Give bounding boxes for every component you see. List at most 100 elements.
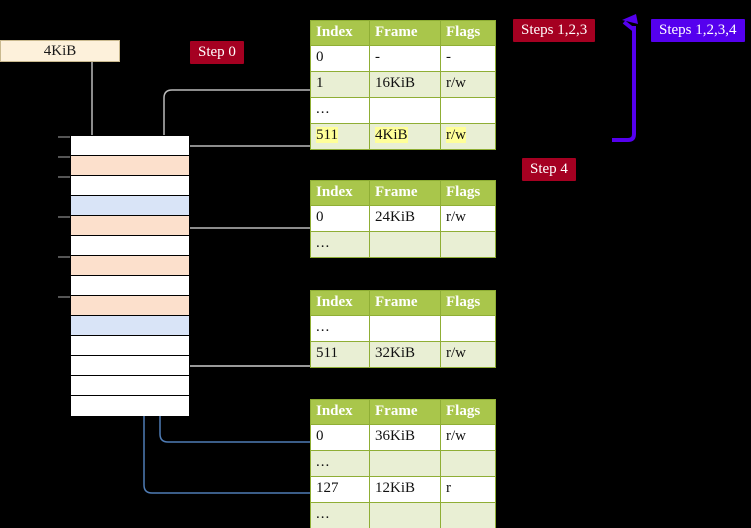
cell-flags-value: r/w <box>446 127 466 143</box>
cell-index: 511 <box>310 341 370 368</box>
cell-index: ... <box>310 231 370 258</box>
cell-frame-value: 24KiB <box>375 209 416 225</box>
cell-frame-value: 4KiB <box>375 127 408 143</box>
memory-frame-row <box>71 176 189 196</box>
col-header-flags: Flags <box>440 290 496 316</box>
cell-frame-value: 36KiB <box>375 428 416 444</box>
cell-index-value: 511 <box>316 345 338 361</box>
cell-index-value: 0 <box>316 428 324 444</box>
memory-frame-row <box>71 356 189 376</box>
col-header-index: Index <box>310 20 370 46</box>
cell-frame-value: 16KiB <box>375 75 416 91</box>
cell-flags: r <box>440 476 496 503</box>
memory-frame-row <box>71 376 189 396</box>
cell-index-value: 511 <box>316 127 338 143</box>
col-header-index: Index <box>310 399 370 425</box>
wire-t2-row511-to-memory <box>171 308 312 367</box>
cell-frame: 4KiB <box>369 123 441 150</box>
memory-frame-row <box>71 236 189 256</box>
table-row: 0 36KiB r/w <box>310 424 496 451</box>
cell-index: ... <box>310 97 370 124</box>
cell-frame-value: - <box>375 49 380 65</box>
physical-memory-column <box>70 135 190 416</box>
cell-frame <box>369 450 441 477</box>
cell-index: 127 <box>310 476 370 503</box>
cell-index-value: 127 <box>316 480 339 496</box>
table-row: 0-- <box>310 45 496 72</box>
memory-frame-row <box>71 276 189 296</box>
table-row: 511 32KiB r/w <box>310 341 496 368</box>
memory-frame-row <box>71 396 189 416</box>
memory-frame-row <box>71 296 189 316</box>
cell-frame: - <box>369 45 441 72</box>
cell-flags: r/w <box>440 71 496 98</box>
ellipsis: ... <box>316 454 331 470</box>
col-header-frame: Frame <box>369 399 441 425</box>
table-body: ... 511 32KiB r/w <box>310 315 496 368</box>
memory-tick-0 <box>58 136 72 138</box>
memory-tick-5 <box>58 296 72 298</box>
cell-flags <box>440 231 496 258</box>
memory-frame-row <box>71 256 189 276</box>
cell-index: 1 <box>310 71 370 98</box>
cell-flags-value: - <box>446 49 451 65</box>
col-header-flags: Flags <box>440 399 496 425</box>
cell-flags: r/w <box>440 205 496 232</box>
table-header-row: Index Frame Flags <box>310 290 496 316</box>
memory-frame-row <box>71 156 189 176</box>
ellipsis: ... <box>316 506 331 522</box>
table-row: 127 12KiB r <box>310 476 496 503</box>
page-size-box: 4KiB <box>0 40 120 62</box>
steps-bracket-arrow <box>612 14 638 142</box>
table-header-row: Index Frame Flags <box>310 180 496 206</box>
table-head: Index Frame Flags <box>310 20 496 46</box>
ellipsis: ... <box>316 235 331 251</box>
col-header-flags: Flags <box>440 20 496 46</box>
ellipsis: ... <box>316 319 331 335</box>
cell-index: 511 <box>310 123 370 150</box>
cell-index: ... <box>310 450 370 477</box>
table-row: 511 4KiB r/w <box>310 123 496 150</box>
cell-index: ... <box>310 502 370 528</box>
cell-flags <box>440 97 496 124</box>
cell-flags <box>440 502 496 528</box>
table-row: ... <box>310 315 496 342</box>
cell-flags: r/w <box>440 341 496 368</box>
badge-step-0: Step 0 <box>190 41 244 64</box>
wire-t1-row0-to-memory <box>177 227 312 260</box>
memory-frame-row <box>71 336 189 356</box>
page-size-label: 4KiB <box>43 43 77 59</box>
cell-frame <box>369 97 441 124</box>
memory-tick-4 <box>58 256 72 258</box>
page-table-level3: Index Frame Flags 0 36KiB r/w... 127 12KiB r.… <box>310 399 496 528</box>
memory-frame-row <box>71 216 189 236</box>
memory-tick-2 <box>58 176 72 178</box>
badge-steps-1234: Steps 1,2,3,4 <box>651 19 745 42</box>
cell-flags-value: r/w <box>446 428 466 444</box>
cell-flags: - <box>440 45 496 72</box>
col-header-flags: Flags <box>440 180 496 206</box>
cell-frame: 32KiB <box>369 341 441 368</box>
cell-frame: 12KiB <box>369 476 441 503</box>
table-header-row: Index Frame Flags <box>310 20 496 46</box>
cell-frame: 16KiB <box>369 71 441 98</box>
table-header-row: Index Frame Flags <box>310 399 496 425</box>
cell-flags <box>440 315 496 342</box>
col-header-frame: Frame <box>369 290 441 316</box>
col-header-frame: Frame <box>369 20 441 46</box>
cell-flags: r/w <box>440 123 496 150</box>
cell-frame: 24KiB <box>369 205 441 232</box>
cell-frame-value: 12KiB <box>375 480 416 496</box>
badge-step-4: Step 4 <box>522 158 576 181</box>
cell-index-value: 1 <box>316 75 324 91</box>
table-head: Index Frame Flags <box>310 290 496 316</box>
ellipsis: ... <box>316 101 331 117</box>
memory-tick-3 <box>58 216 72 218</box>
cell-frame <box>369 315 441 342</box>
cell-flags-value: r/w <box>446 345 466 361</box>
memory-frame-row <box>71 136 189 156</box>
cell-frame-value: 32KiB <box>375 345 416 361</box>
